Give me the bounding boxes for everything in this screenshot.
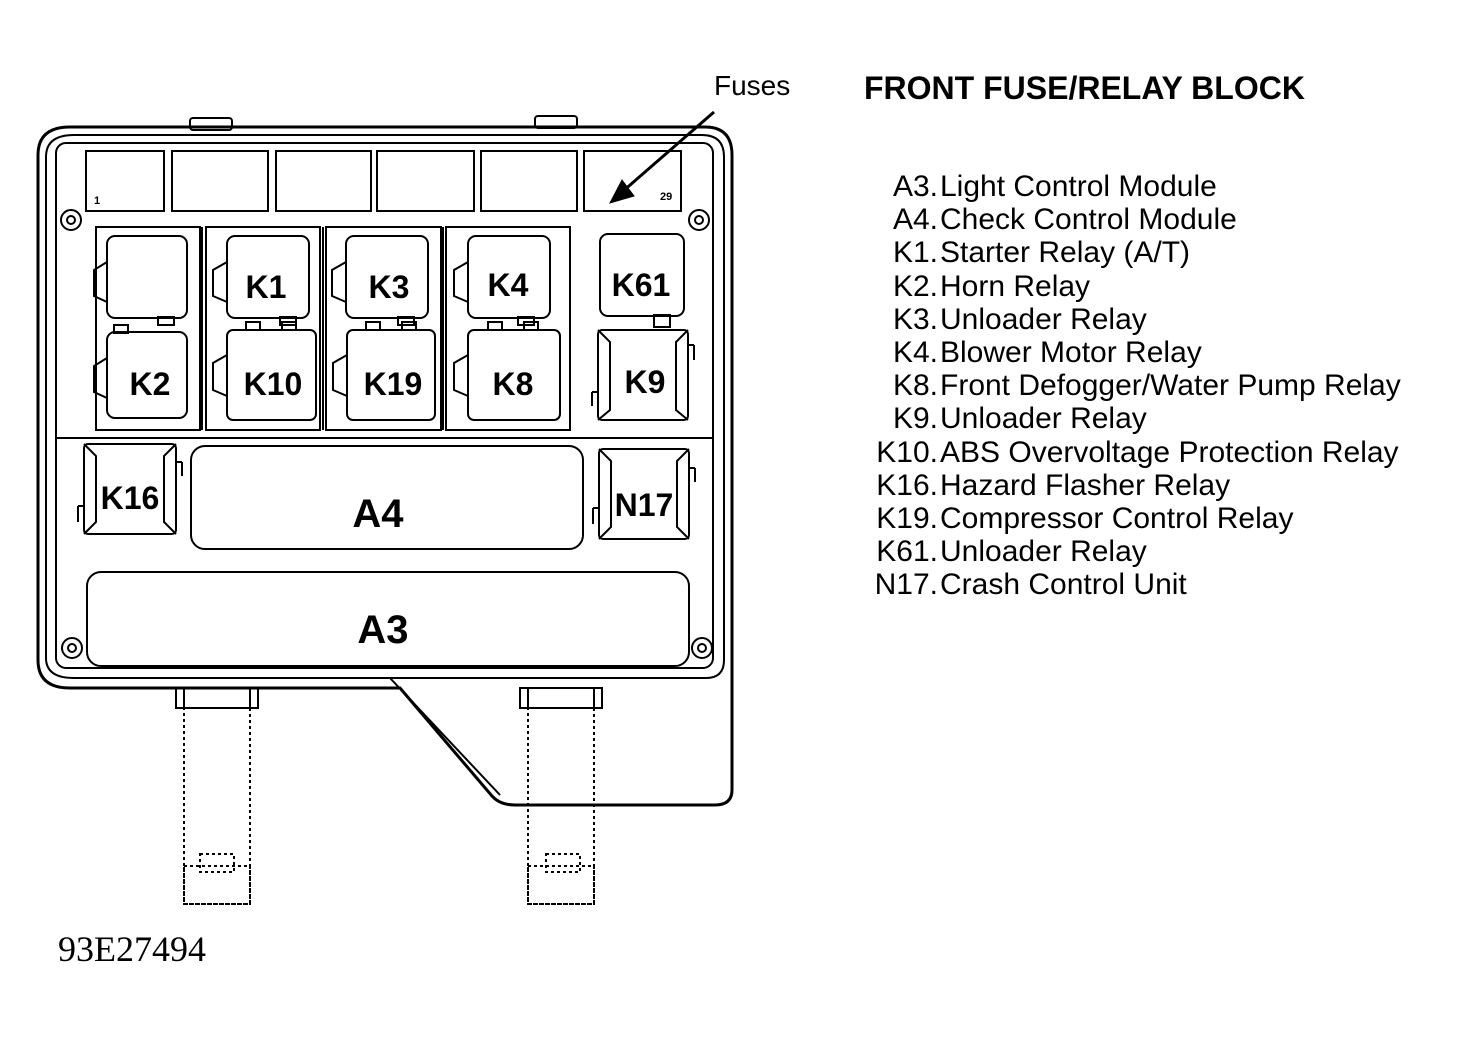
legend-list: A3.Light Control Module A4.Check Control… [864, 170, 1401, 602]
inner-panel [55, 142, 714, 669]
relay-column-frames [56, 226, 713, 439]
label-K1: K1 [246, 269, 287, 305]
legend-code: K61. [876, 535, 938, 569]
legend-item: A4.Check Control Module [864, 203, 1401, 236]
legend-desc: Unloader Relay [940, 402, 1147, 436]
housing-inner-rim [45, 134, 725, 679]
screw-top-right [688, 209, 710, 231]
screw-bottom-left [61, 637, 83, 659]
legend-code: K16. [876, 468, 938, 502]
fuse-strip [85, 150, 682, 212]
legend-desc: ABS Overvoltage Protection Relay [940, 435, 1399, 469]
legend-desc: Hazard Flasher Relay [940, 468, 1231, 502]
legend-item: K9.Unloader Relay [864, 402, 1401, 435]
legend-desc: Blower Motor Relay [940, 336, 1202, 370]
legend-item: K16.Hazard Flasher Relay [864, 469, 1401, 502]
legend-item: K10.ABS Overvoltage Protection Relay [864, 436, 1401, 469]
legend-desc: Front Defogger/Water Pump Relay [940, 369, 1401, 403]
legend-code: K4. [892, 336, 938, 370]
legend-code: A4. [892, 203, 938, 237]
label-K61: K61 [612, 267, 671, 303]
fuses-arrow-head [609, 179, 635, 204]
relay-K19 [332, 321, 436, 421]
label-K10: K10 [244, 366, 303, 402]
legend-item: K19.Compressor Control Relay [864, 502, 1401, 535]
fuses-arrow-line [621, 110, 715, 194]
label-K19: K19 [364, 366, 423, 402]
legend-item: K8.Front Defogger/Water Pump Relay [864, 369, 1401, 402]
module-A3 [86, 571, 690, 667]
legend-code: K2. [892, 269, 938, 303]
fuse-slot [85, 150, 165, 212]
fuse-slot [583, 150, 682, 212]
label-N17: N17 [615, 487, 674, 523]
legend-code: K10. [876, 435, 938, 469]
fuse-slot [376, 150, 475, 212]
legend-item: A3.Light Control Module [864, 170, 1401, 203]
legend-desc: Crash Control Unit [940, 568, 1187, 602]
connector-left-dashed [183, 707, 251, 905]
relay-K61 [599, 233, 685, 328]
label-K3: K3 [369, 269, 410, 305]
bottom-clip-right [519, 687, 603, 709]
top-tab-right [534, 115, 578, 129]
fuse-slot [275, 150, 372, 212]
legend-code: K9. [892, 402, 938, 436]
legend-item: N17.Crash Control Unit [864, 568, 1401, 601]
legend-item: K3.Unloader Relay [864, 303, 1401, 336]
legend-item: K1.Starter Relay (A/T) [864, 236, 1401, 269]
figure-id: 93E27494 [58, 929, 206, 969]
housing-outline [36, 125, 734, 807]
bottom-clip-left [175, 687, 259, 709]
legend-desc: Unloader Relay [940, 535, 1147, 569]
relay-K9 [591, 329, 695, 421]
legend-desc: Starter Relay (A/T) [940, 236, 1191, 270]
fuses-callout-label: Fuses [714, 70, 791, 101]
legend-code: K8. [892, 369, 938, 403]
module-N17 [592, 448, 696, 540]
legend-desc: Compressor Control Relay [940, 502, 1294, 536]
relay-K3 [331, 235, 429, 326]
fuse-slot [171, 150, 269, 212]
label-K9: K9 [625, 364, 666, 400]
legend-code: A3. [892, 170, 938, 203]
relay-unlabeled [93, 235, 188, 326]
label-K4: K4 [488, 267, 529, 303]
legend-code: K3. [892, 302, 938, 336]
legend-desc: Unloader Relay [940, 302, 1147, 336]
fuse-slot [480, 150, 578, 212]
legend-item: K61.Unloader Relay [864, 535, 1401, 568]
diagram-title: FRONT FUSE/RELAY BLOCK [864, 70, 1305, 106]
connector-right-dashed [527, 707, 595, 905]
fuse-number-first: 1 [94, 195, 100, 207]
label-A4: A4 [352, 492, 404, 536]
legend-item: K4.Blower Motor Relay [864, 336, 1401, 369]
label-K2: K2 [130, 366, 171, 402]
relay-K8 [453, 321, 561, 421]
screw-top-left [60, 209, 82, 231]
legend-desc: Light Control Module [940, 170, 1217, 203]
label-K8: K8 [493, 366, 534, 402]
label-A3: A3 [357, 608, 408, 652]
top-tab-left [189, 117, 233, 131]
module-A4 [190, 445, 584, 550]
legend-code: K1. [892, 236, 938, 270]
relay-K16 [77, 443, 183, 535]
relay-K10 [212, 321, 317, 421]
legend-code: N17. [874, 568, 938, 602]
relay-K2 [93, 324, 188, 419]
housing-slant-edge [389, 677, 501, 796]
screw-bottom-right [691, 637, 713, 659]
legend-item: K2.Horn Relay [864, 270, 1401, 303]
legend-desc: Check Control Module [940, 203, 1237, 237]
legend-code: K19. [876, 502, 938, 536]
legend-desc: Horn Relay [940, 269, 1091, 303]
fuse-number-last: 29 [660, 191, 672, 203]
label-K16: K16 [101, 480, 160, 516]
